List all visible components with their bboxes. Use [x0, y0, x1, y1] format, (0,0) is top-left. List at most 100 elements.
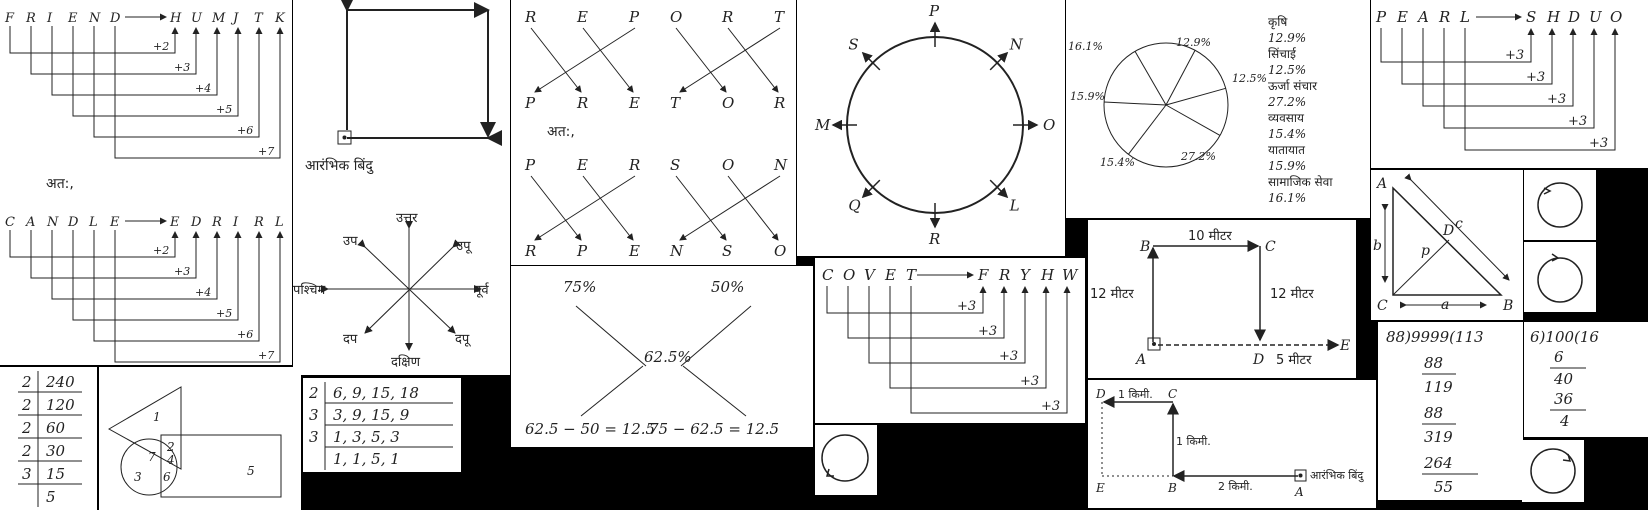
factor-divisor-1: 2: [21, 396, 32, 414]
friend-bottom-offset-5: +7: [258, 349, 274, 362]
pearl-coded-2: D: [1567, 8, 1580, 26]
hypotenuse-c-label: c: [1455, 216, 1463, 232]
direction-arrow-1: [989, 51, 1009, 71]
pearl-coded-4: O: [1610, 8, 1622, 26]
friend-bottom-offset-3: +5: [216, 307, 232, 320]
height-p-label: p: [1421, 243, 1430, 259]
pie-legend-value-1: 12.5%: [1268, 63, 1306, 77]
covet-offset-4: +3: [1041, 399, 1060, 414]
division-row-5: 264: [1423, 454, 1453, 472]
covet-letter-1: O: [843, 266, 855, 284]
factor-divisor-4: 3: [22, 465, 32, 483]
cross-bl-arrow-1: [582, 175, 634, 241]
mix-center-value: 62.5%: [644, 348, 692, 366]
cross-tr-arrow-2: [679, 27, 781, 93]
rect-left-distance: 12 मीटर: [1090, 286, 1134, 302]
venn-region-0: 1: [153, 410, 161, 424]
pie-slice-label-3: 15.9%: [1070, 90, 1105, 103]
west-label: पश्चिम: [293, 282, 326, 298]
pie-legend-label-1: सिंचाई: [1268, 47, 1297, 61]
pie-slice-edge-1: [1165, 50, 1196, 106]
square-compass-panel: आरंभिक बिंदु उत्तर दक्षिण पूर्व पश्चिम उ…: [293, 0, 510, 375]
friend-top-offset-4: +6: [237, 124, 253, 137]
circle-bottom-panel: [1522, 440, 1584, 502]
pie-diagram: 16.1%12.9%12.5%15.9%15.4%27.2%कृषि12.9%स…: [1068, 15, 1333, 205]
cross-tl-arrow-0: [530, 27, 582, 93]
friend-top-link-5: [114, 26, 284, 159]
cross-tr-arrow-1: [727, 27, 779, 93]
friend-bottom-coded-4: R: [253, 215, 264, 230]
friend-bottom-offset-0: +2: [153, 244, 169, 257]
rect-bottom-distance: 5 मीटर: [1276, 352, 1312, 368]
mix-right-value: 50%: [711, 278, 744, 296]
friend-top-link-2: [51, 26, 221, 96]
friend-top-link-4: [93, 26, 263, 138]
cross-br-top-1: O: [722, 156, 734, 174]
mix-bottom-right: 75 − 62.5 = 12.5: [649, 420, 779, 438]
friend-top-letter-3: E: [67, 11, 78, 26]
covet-coded-3: H: [1040, 266, 1055, 284]
pie-legend-label-5: सामाजिक सेवा: [1268, 175, 1333, 189]
covet-offset-3: +3: [1020, 374, 1039, 389]
friend-top-coded-5: K: [274, 11, 286, 26]
mix-bottom-left: 62.5 − 50 = 12.5: [525, 420, 655, 438]
pie-slice-edge-3: [1165, 104, 1221, 136]
pie-legend-label-2: ऊर्जा संचार: [1268, 79, 1318, 93]
division-row-3: 88: [1424, 404, 1443, 422]
mixture-panel: 75% 50% 62.5% 62.5 − 50 = 12.5 75 − 62.5…: [511, 266, 813, 447]
cross-bl-arrow-0: [530, 175, 582, 241]
friend-top-letter-0: F: [4, 11, 15, 26]
km-path-panel: D C E B A 1 किमी. 1 किमी. 2 किमी. आरंभिक…: [1088, 380, 1376, 508]
pearl-link-1: [1401, 28, 1556, 85]
friend-top-link-3: [72, 26, 242, 117]
friend-top-letter-5: D: [109, 11, 121, 26]
rect-c-label: C: [1265, 239, 1276, 255]
pearl-letter-1: E: [1396, 8, 1408, 26]
friend-top-offset-5: +7: [258, 145, 274, 158]
cross-br-arrow-1: [727, 175, 779, 241]
direction-label-3: L: [1009, 197, 1020, 215]
pearl-offset-3: +3: [1568, 114, 1587, 129]
friend-bottom-offset-1: +3: [174, 265, 190, 278]
km-e-label: E: [1095, 481, 1105, 495]
km-d-label: D: [1095, 387, 1106, 401]
km-start-label: आरंभिक बिंदु: [1310, 469, 1364, 483]
pie-slice-label-1: 12.9%: [1176, 36, 1211, 49]
direction-arrow-3: [989, 179, 1009, 199]
friend-bottom-link-1: [30, 230, 200, 279]
covet-offset-0: +3: [957, 299, 976, 314]
direction-label-6: M: [814, 116, 831, 134]
cross-tr-top-0: O: [670, 8, 682, 26]
pie-slice-edge-4: [1128, 104, 1167, 155]
start-point-label: आरंभिक बिंदु: [305, 157, 374, 175]
friend-bottom-coded-2: R: [211, 215, 222, 230]
southeast-label: दपू: [455, 332, 471, 347]
pearl-link-2: [1422, 28, 1577, 107]
division2-row-3: 36: [1554, 390, 1574, 408]
east-label: पूर्व: [474, 282, 490, 298]
pie-legend-label-0: कृषि: [1268, 15, 1288, 30]
cross-br-bottom-1: S: [722, 242, 732, 260]
km-a-label: A: [1294, 485, 1304, 499]
cross-tl-bottom-2: E: [628, 94, 640, 112]
south-label: दक्षिण: [391, 354, 421, 370]
friend-top-letter-2: I: [46, 11, 53, 26]
lcm-row-2: 1, 3, 5, 3: [333, 428, 400, 446]
cross-tl-top-2: P: [628, 8, 640, 26]
km-bottom-distance: 2 किमी.: [1218, 480, 1253, 493]
pie-legend-value-3: 15.4%: [1268, 127, 1306, 141]
friend-top-coded-4: T: [254, 11, 264, 26]
pie-slice-label-5: 27.2%: [1180, 150, 1216, 163]
cross-tr-top-1: R: [721, 8, 733, 26]
covet-link-1: [847, 286, 1008, 339]
covet-coded-2: Y: [1020, 266, 1032, 284]
